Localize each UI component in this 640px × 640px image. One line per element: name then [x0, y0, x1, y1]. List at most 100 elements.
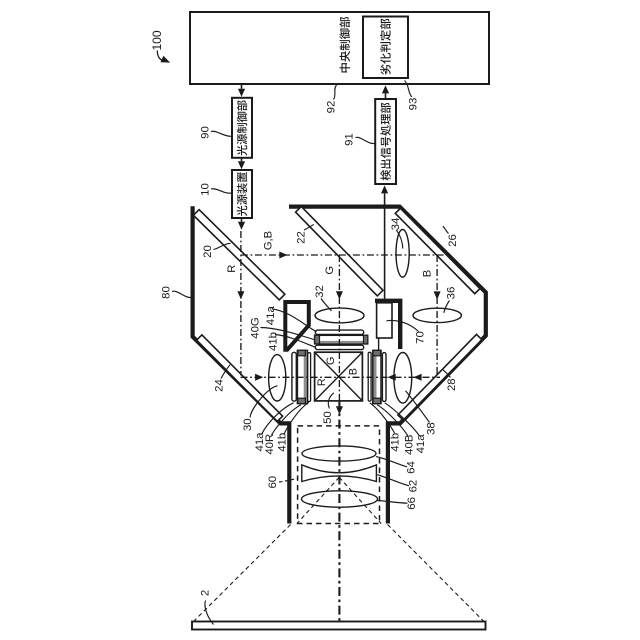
label-90: 90: [200, 126, 212, 139]
arrowhead: [279, 251, 288, 259]
leader-91: [355, 136, 376, 145]
mirror-24: [195, 333, 284, 423]
arrowhead: [255, 373, 264, 381]
label-20: 20: [202, 245, 214, 258]
label-70: 70: [415, 331, 427, 344]
polarizer-41b-r: [307, 351, 312, 403]
leader-62: [377, 474, 410, 487]
leader-92: [333, 84, 338, 100]
panel-40r-side: [303, 351, 307, 403]
label-100: 100: [150, 30, 164, 50]
label-93: 93: [408, 98, 420, 111]
label-beam-r: R: [226, 265, 238, 273]
light-source-control-label: [236, 100, 248, 156]
arrowhead: [433, 291, 441, 300]
prism-diagonal-2: [314, 351, 363, 402]
lens-34: [395, 228, 410, 278]
label-66: 66: [406, 497, 418, 510]
label-60: 60: [267, 476, 279, 489]
leader-66: [376, 499, 408, 504]
label-41a-b: 41a: [415, 434, 427, 454]
label-26: 26: [447, 234, 459, 247]
label-40r: 40R: [264, 434, 276, 455]
light-source-device-label: [236, 172, 248, 217]
label-2: 2: [200, 590, 212, 596]
degradation-judge-box: [362, 15, 409, 79]
leader-41a-b: [384, 402, 420, 437]
label-41a-g: 41a: [265, 306, 277, 326]
label-41a-r: 41a: [254, 432, 266, 452]
leader-2: [204, 600, 214, 625]
leader-41a-g: [271, 308, 317, 333]
label-30: 30: [242, 418, 254, 431]
label-36: 36: [446, 287, 458, 300]
panel-40g-side: [315, 340, 367, 344]
central-control-box: [189, 11, 490, 85]
leader-64: [375, 456, 408, 468]
arrowhead: [237, 291, 245, 300]
prism-face-g: G: [325, 357, 337, 365]
panel-40g-cap-right: [362, 334, 369, 345]
label-64: 64: [406, 461, 418, 474]
panel-40b-cap-bottom: [372, 397, 382, 405]
label-62: 62: [408, 480, 420, 493]
leader-32: [320, 298, 332, 312]
prism-face-b: B: [347, 368, 359, 375]
label-40g: 40G: [249, 317, 261, 339]
arrowhead: [335, 406, 343, 415]
leader-40b: [376, 404, 409, 437]
leader-41a-r: [261, 402, 294, 434]
label-beam-b: B: [422, 270, 434, 277]
polarizer-41a-r: [291, 351, 297, 402]
leader-10: [210, 188, 233, 194]
leader-20: [213, 242, 231, 251]
cone-outer-left: [193, 524, 291, 622]
central-control-label: [339, 16, 351, 73]
mirror-20: [192, 208, 287, 302]
label-91: 91: [344, 133, 356, 146]
panel-40r-cap-bottom: [297, 397, 306, 405]
leader-93: [404, 80, 413, 98]
label-beam-g: G: [324, 266, 336, 275]
label-41b-r: 41b: [276, 433, 288, 452]
label-10: 10: [200, 183, 212, 196]
panel-40g-cap-left: [314, 334, 321, 345]
leader-90: [210, 130, 233, 137]
label-41b-b: 41b: [390, 433, 402, 452]
label-38: 38: [425, 422, 437, 435]
control-blocks: [189, 11, 490, 219]
leader-60: [278, 478, 298, 483]
leader-34: [395, 229, 404, 249]
leader-41b-g: [274, 333, 317, 349]
panel-40r-cap-top: [297, 349, 306, 357]
leader-38: [405, 390, 430, 423]
arrowhead: [387, 373, 396, 381]
lens-62: [301, 463, 378, 483]
leader-41b-r: [283, 401, 310, 435]
arrowhead: [381, 85, 390, 94]
leader-22: [303, 223, 315, 231]
cone-inner-right: [338, 476, 382, 524]
leader-36: [443, 300, 450, 313]
leader-40r: [271, 404, 302, 436]
detection-signal-processor-label: [380, 102, 391, 181]
arrowhead: [335, 291, 343, 300]
prism-face-r: R: [316, 378, 328, 386]
arrowhead: [413, 373, 422, 381]
leader-24: [220, 364, 231, 379]
leader-50: [327, 392, 335, 409]
arrowhead: [237, 88, 246, 97]
label-80: 80: [161, 286, 173, 299]
leader-40g: [260, 326, 316, 341]
label-32: 32: [314, 285, 326, 298]
label-34: 34: [390, 218, 402, 231]
arrowhead: [237, 221, 246, 230]
mirror-26: [394, 207, 482, 295]
cone-inner-left: [296, 476, 340, 524]
bracket-70: [375, 298, 403, 349]
arrowhead: [160, 55, 171, 63]
leader-80: [171, 290, 193, 299]
screen-2: [191, 620, 487, 631]
leader-30: [249, 385, 278, 418]
